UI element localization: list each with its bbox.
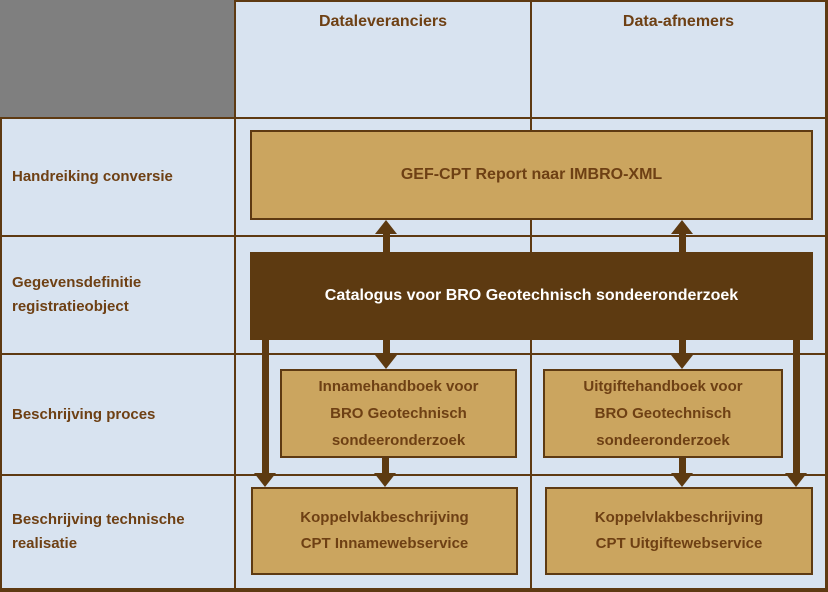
row-label-beschrijving-proces: Beschrijving proces bbox=[12, 405, 156, 423]
koppelvlak-inname-box: Koppelvlakbeschrijving CPT Innamewebserv… bbox=[251, 487, 518, 575]
row-label-gegevensdefinitie-registratieobject: Gegevensdefinitie registratieobject bbox=[12, 274, 142, 315]
column-header-data-afnemers: Data-afnemers bbox=[622, 13, 735, 30]
grid-line-horizontal-3 bbox=[0, 353, 828, 355]
uitgiftehandboek-box: Uitgiftehandboek voor BRO Geotechnisch s… bbox=[543, 369, 783, 458]
outer-border-top bbox=[234, 0, 828, 2]
grid-line-horizontal-4 bbox=[0, 474, 828, 476]
row-label-handreiking-conversie: Handreiking conversie bbox=[12, 168, 173, 185]
catalogus-box: Catalogus voor BRO Geotechnisch sondeero… bbox=[250, 252, 813, 340]
outer-border-bottom bbox=[0, 588, 828, 592]
outer-border-right bbox=[825, 0, 828, 592]
column-header-dataleveranciers: Dataleveranciers bbox=[318, 13, 448, 30]
koppelvlak-uitgifte-box: Koppelvlakbeschrijving CPT Uitgiftewebse… bbox=[545, 487, 813, 575]
row-label-beschrijving-technische-realisatie: Beschrijving technische realisatie bbox=[12, 511, 185, 552]
arrowhead-down-icon bbox=[671, 473, 693, 487]
grid-line-vertical-1 bbox=[234, 0, 236, 592]
arrowhead-down-icon bbox=[374, 473, 396, 487]
arrowhead-up-icon bbox=[375, 220, 397, 234]
outer-border-left bbox=[0, 117, 2, 592]
gef-cpt-report-box: GEF-CPT Report naar IMBRO-XML bbox=[250, 130, 813, 220]
arrowhead-up-icon bbox=[671, 220, 693, 234]
arrowhead-down-icon bbox=[375, 355, 397, 369]
arrowhead-down-icon bbox=[254, 473, 276, 487]
arrowhead-down-icon bbox=[785, 473, 807, 487]
grid-line-horizontal-2 bbox=[0, 235, 828, 237]
arrowhead-down-icon bbox=[671, 355, 693, 369]
innamehandboek-box: Innamehandboek voor BRO Geotechnisch son… bbox=[280, 369, 517, 458]
corner-header-cell bbox=[0, 0, 234, 117]
grid-line-horizontal-1 bbox=[0, 117, 828, 119]
